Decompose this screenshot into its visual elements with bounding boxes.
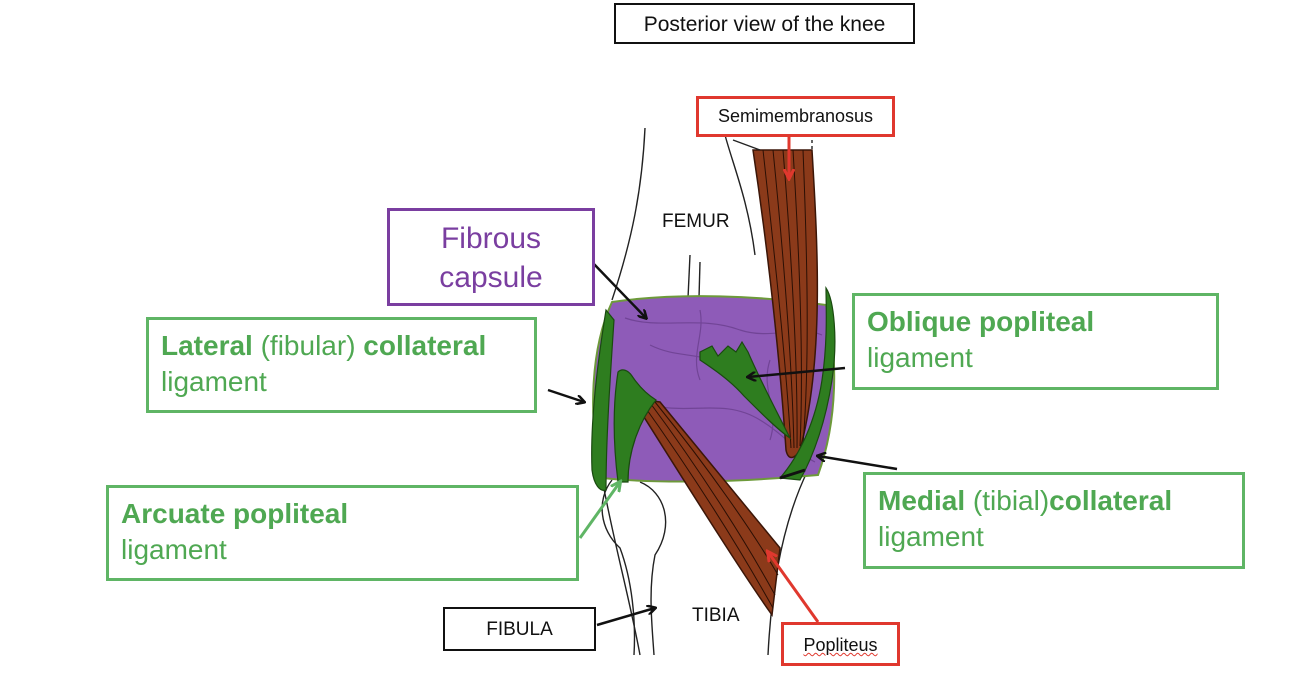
oblique-popliteal-arrow [748,366,846,377]
medial-collateral-ligament-shape [778,286,836,481]
fibula-text: FIBULA [486,619,553,640]
medial-collateral-arrow [818,456,898,471]
title-text: Posterior view of the knee [643,13,886,36]
tibia-label: TIBIA [692,605,740,626]
popliteus-label: Popliteus [781,622,900,666]
lateral-collateral-ligament-shape [591,308,615,491]
popliteus-text: Popliteus [803,635,878,655]
medial-collateral-line2: ligament [878,521,984,553]
capsule-arrow [591,261,646,318]
lateral-collateral-line2: ligament [161,366,267,398]
fibula-label: FIBULA [443,607,596,651]
arcuate-popliteal-line1: Arcuate popliteal [121,498,349,529]
oblique-popliteal-line2: ligament [867,342,973,374]
semimembranosus-label: Semimembranosus [696,96,895,137]
fibrous-capsule-line1: Fibrous [440,222,542,255]
fibula-arrow [596,608,655,627]
arcuate-popliteal-arrow [578,482,620,539]
popliteus-arrow [768,552,820,623]
arcuate-popliteal-line2: ligament [121,534,227,566]
arcuate-popliteal-label: Arcuate popliteal ligament [106,485,579,581]
femur-outline [611,127,756,301]
semimembranosus-text: Semimembranosus [717,106,874,126]
oblique-popliteal-label: Oblique popliteal ligament [852,293,1219,390]
arcuate-popliteal-ligament-shape [613,369,657,483]
fibrous-capsule-line2: capsule [439,261,543,294]
oblique-popliteal-line1: Oblique popliteal [867,306,1095,337]
lateral-collateral-line1: Lateral (fibular) collateral [161,330,487,361]
lateral-collateral-label: Lateral (fibular) collateral ligament [146,317,537,413]
medial-collateral-line1: Medial (tibial)collateral [878,485,1173,516]
semimembranosus-muscle [732,139,819,459]
fibula-outline [601,479,667,656]
femur-label: FEMUR [662,211,730,232]
oblique-popliteal-ligament-shape [699,340,792,440]
fibrous-capsule-label: Fibrous capsule [387,208,595,306]
lateral-collateral-arrow [547,388,584,402]
diagram-title: Posterior view of the knee [614,3,915,44]
medial-collateral-label: Medial (tibial)collateral ligament [863,472,1245,569]
